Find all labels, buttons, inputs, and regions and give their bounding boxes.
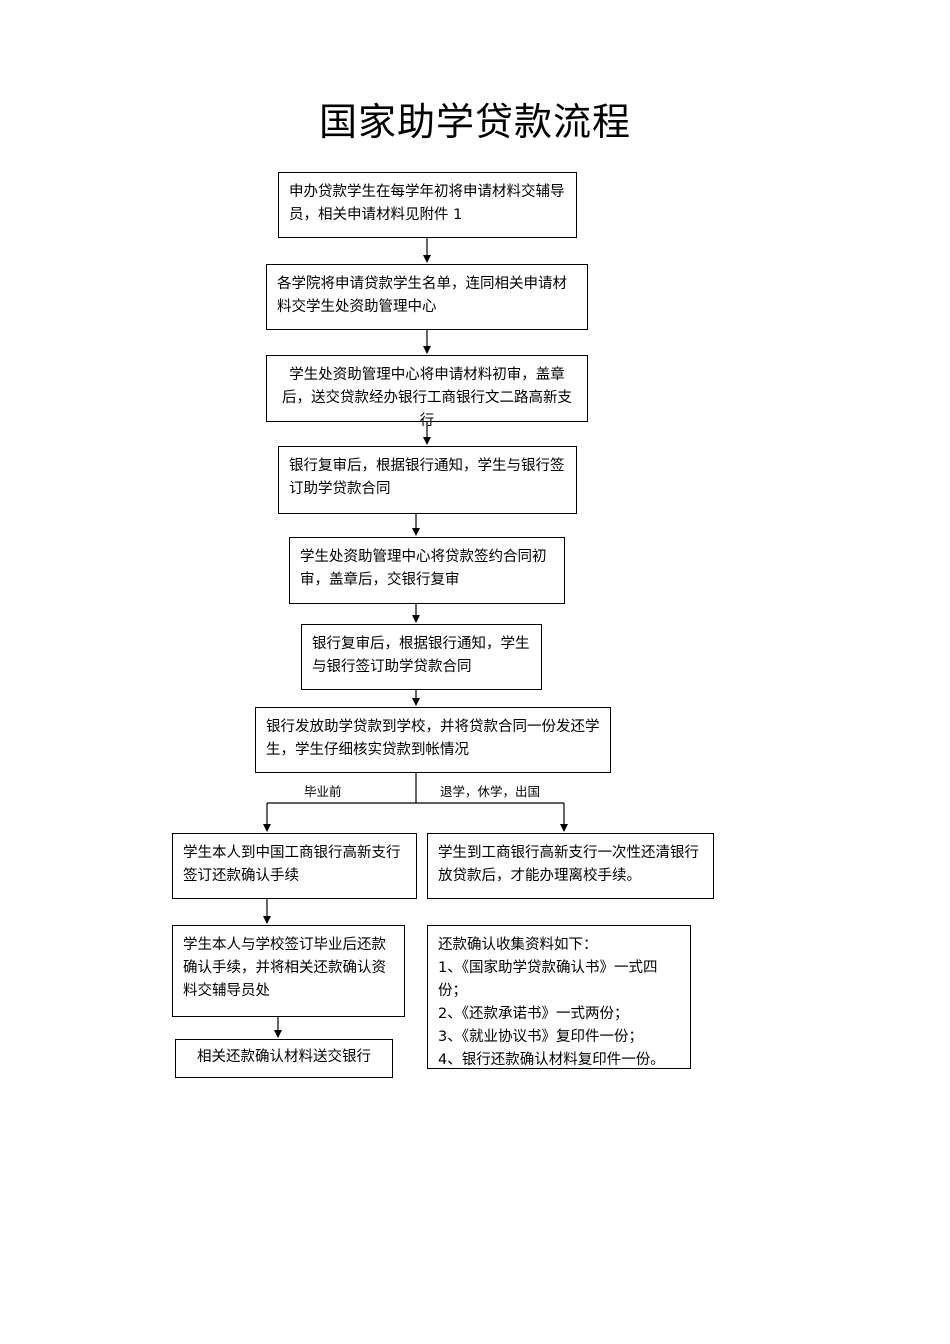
step-aid-center-review-text: 学生处资助管理中心将申请材料初审，盖章后，送交贷款经办银行工商银行文二路高新支行 — [282, 367, 572, 429]
step-submit-materials-text: 申办贷款学生在每学年初将申请材料交辅导员，相关申请材料见附件 1 — [289, 184, 565, 223]
materials-item: 2、《还款承诺书》一式两份； — [438, 1006, 629, 1022]
step-repayment-confirm-bank-text: 学生本人到中国工商银行高新支行签订还款确认手续 — [183, 845, 401, 884]
materials-list-box: 还款确认收集资料如下： 1、《国家助学贷款确认书》一式四份； 2、《还款承诺书》… — [427, 925, 691, 1069]
branch-label-withdraw: 退学，休学，出国 — [440, 784, 541, 799]
step-college-forward: 各学院将申请贷款学生名单，连同相关申请材料交学生处资助管理中心 — [266, 264, 588, 330]
materials-item: 4、银行还款确认材料复印件一份。 — [438, 1052, 665, 1068]
step-bank-disburse-text: 银行发放助学贷款到学校，并将贷款合同一份发还学生，学生仔细核实贷款到帐情况 — [266, 719, 600, 758]
step-full-repayment-text: 学生到工商银行高新支行一次性还清银行放贷款后，才能办理离校手续。 — [438, 845, 699, 884]
step-contract-review-text: 学生处资助管理中心将贷款签约合同初审，盖章后，交银行复审 — [300, 549, 547, 588]
step-aid-center-review: 学生处资助管理中心将申请材料初审，盖章后，送交贷款经办银行工商银行文二路高新支行 — [266, 355, 588, 429]
step-submit-materials: 申办贷款学生在每学年初将申请材料交辅导员，相关申请材料见附件 1 — [278, 172, 577, 238]
materials-heading: 还款确认收集资料如下： — [438, 937, 598, 953]
step-bank-disburse: 银行发放助学贷款到学校，并将贷款合同一份发还学生，学生仔细核实贷款到帐情况 — [255, 707, 611, 773]
step-bank-review-sign: 银行复审后，根据银行通知，学生与银行签订助学贷款合同 — [278, 446, 577, 514]
step-full-repayment: 学生到工商银行高新支行一次性还清银行放贷款后，才能办理离校手续。 — [427, 833, 714, 899]
step-repayment-confirm-school-text: 学生本人与学校签订毕业后还款确认手续，并将相关还款确认资料交辅导员处 — [183, 937, 386, 999]
step-bank-review-sign-text: 银行复审后，根据银行通知，学生与银行签订助学贷款合同 — [289, 458, 565, 497]
page-title: 国家助学贷款流程 — [318, 100, 631, 144]
step-send-to-bank: 相关还款确认材料送交银行 — [175, 1039, 393, 1078]
step-bank-review-sign-2: 银行复审后，根据银行通知，学生与银行签订助学贷款合同 — [301, 624, 542, 690]
step-bank-review-sign-2-text: 银行复审后，根据银行通知，学生与银行签订助学贷款合同 — [312, 636, 530, 675]
materials-item: 1、《国家助学贷款确认书》一式四份； — [438, 960, 658, 999]
branch-label-before-graduation: 毕业前 — [304, 784, 342, 799]
step-send-to-bank-text: 相关还款确认材料送交银行 — [197, 1049, 371, 1065]
step-repayment-confirm-bank: 学生本人到中国工商银行高新支行签订还款确认手续 — [172, 833, 417, 899]
materials-item: 3、《就业协议书》复印件一份； — [438, 1029, 643, 1045]
step-contract-review: 学生处资助管理中心将贷款签约合同初审，盖章后，交银行复审 — [289, 537, 565, 604]
step-college-forward-text: 各学院将申请贷款学生名单，连同相关申请材料交学生处资助管理中心 — [277, 276, 567, 315]
step-repayment-confirm-school: 学生本人与学校签订毕业后还款确认手续，并将相关还款确认资料交辅导员处 — [172, 925, 405, 1017]
